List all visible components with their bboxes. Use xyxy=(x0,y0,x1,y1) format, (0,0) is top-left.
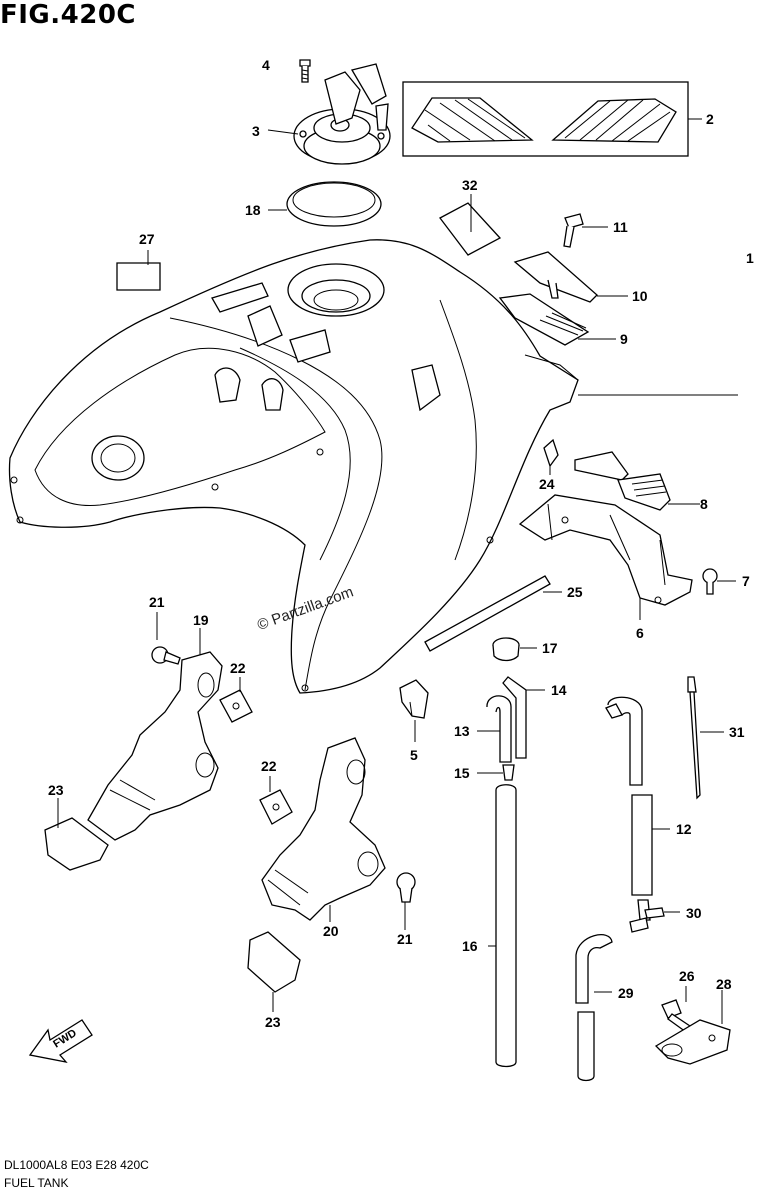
callout-21b: 21 xyxy=(397,931,413,947)
callout-labels: 1 2 3 4 5 6 7 8 9 10 11 12 13 14 15 16 1… xyxy=(48,57,754,1030)
part-13-hose xyxy=(477,695,512,763)
callout-11: 11 xyxy=(613,219,628,235)
callout-10: 10 xyxy=(632,288,648,304)
callout-3: 3 xyxy=(252,123,260,139)
callout-29: 29 xyxy=(618,985,634,1001)
callout-14: 14 xyxy=(551,682,567,698)
callout-22a: 22 xyxy=(230,660,246,676)
callout-18: 18 xyxy=(245,202,261,218)
part-4-screw xyxy=(299,59,311,83)
callout-1: 1 xyxy=(746,250,754,266)
part-17-cushion xyxy=(492,637,537,662)
callout-2: 2 xyxy=(706,111,714,127)
part-24-clip xyxy=(543,438,559,468)
callout-24: 24 xyxy=(539,476,555,492)
part-18-gasket xyxy=(268,181,382,227)
callout-30: 30 xyxy=(686,905,702,921)
part-23-pad-left xyxy=(44,798,109,871)
part-25-strip xyxy=(424,575,551,652)
part-2-tank-pads xyxy=(402,81,702,157)
part-6-bracket xyxy=(518,494,693,620)
part-20-bracket xyxy=(261,737,386,922)
part-1-fuel-tank xyxy=(8,239,738,694)
part-22-damper-left xyxy=(219,677,253,723)
callout-28: 28 xyxy=(716,976,732,992)
callout-9: 9 xyxy=(620,331,628,347)
fwd-arrow: FWD xyxy=(28,1019,93,1063)
callout-17: 17 xyxy=(542,640,558,656)
part-26-bolt xyxy=(661,986,691,1033)
callout-23b: 23 xyxy=(265,1014,281,1030)
part-16-hose xyxy=(488,784,517,1068)
callout-31: 31 xyxy=(729,724,745,740)
part-19-bracket xyxy=(87,628,223,841)
callout-22b: 22 xyxy=(261,758,277,774)
part-8-damper xyxy=(574,451,700,511)
part-15-joint xyxy=(477,764,515,781)
figure-title: FIG.420C xyxy=(0,0,137,30)
part-32-decal xyxy=(439,202,502,256)
part-27-pad xyxy=(116,262,161,291)
footer-code: DL1000AL8 E03 E28 420C xyxy=(4,1158,149,1172)
callout-7: 7 xyxy=(742,573,750,589)
callout-5: 5 xyxy=(410,747,418,763)
callout-23a: 23 xyxy=(48,782,64,798)
part-7-bolt xyxy=(702,568,736,595)
part-23-pad-right xyxy=(247,931,301,1012)
callout-21a: 21 xyxy=(149,594,165,610)
part-22-damper-right xyxy=(259,776,293,825)
callout-4: 4 xyxy=(262,57,270,73)
part-30-t-joint xyxy=(629,899,680,933)
part-21-bolt-right xyxy=(396,872,416,930)
part-9-plate xyxy=(498,293,616,346)
callout-26: 26 xyxy=(679,968,695,984)
callout-20: 20 xyxy=(323,923,339,939)
part-3-fuel-cap-assy xyxy=(293,63,391,165)
part-29-hose xyxy=(575,934,613,1082)
part-5-valve xyxy=(399,679,429,742)
part-31-tie xyxy=(687,676,724,800)
callout-6: 6 xyxy=(636,625,644,641)
callout-12: 12 xyxy=(676,821,692,837)
callout-25: 25 xyxy=(567,584,583,600)
callout-13: 13 xyxy=(454,723,470,739)
part-10-bracket xyxy=(513,251,628,303)
part-14-hose xyxy=(502,676,545,759)
part-28-bracket xyxy=(654,990,731,1065)
footer-name: FUEL TANK xyxy=(4,1176,69,1190)
part-11-bolt xyxy=(563,213,608,248)
callout-8: 8 xyxy=(700,496,708,512)
callout-32: 32 xyxy=(462,177,478,193)
part-12-hose xyxy=(605,696,670,896)
callout-19: 19 xyxy=(193,612,209,628)
callout-16: 16 xyxy=(462,938,478,954)
callout-15: 15 xyxy=(454,765,470,781)
part-21-bolt-left xyxy=(151,612,181,665)
callout-27: 27 xyxy=(139,231,155,247)
